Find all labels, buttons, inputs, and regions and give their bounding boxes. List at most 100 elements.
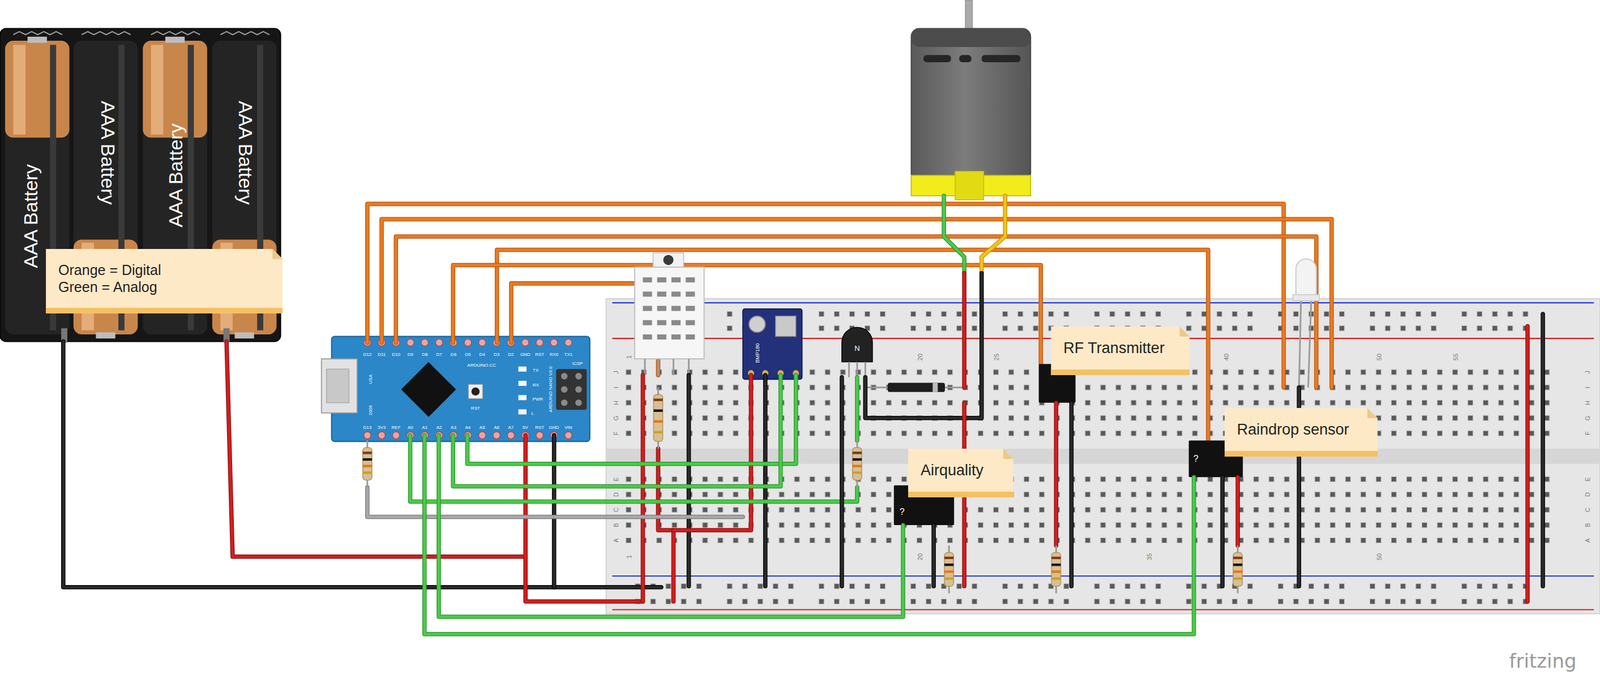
breadboard-hole [794,522,800,528]
breadboard-hole [1468,430,1474,436]
note-fold [1179,326,1190,337]
header-pin [364,431,372,440]
part-label: BMP180 [755,342,761,364]
microcontroller-chip [401,362,457,418]
breadboard-hole [1085,430,1091,436]
digital-wire-outline [367,203,1284,388]
label-anchor: 1 [623,554,633,560]
breadboard-hole [1192,384,1198,391]
header-label: ICSP [571,361,584,367]
breadboard-hole [1161,492,1167,498]
ground-wire-outline [1220,477,1225,587]
pin-label: GND [548,425,560,431]
dht-grille [657,291,667,297]
breadboard-hole [1406,430,1412,436]
battery-spring [220,31,270,35]
breadboard-hole [726,599,733,605]
breadboard-hole [626,369,632,375]
breadboard-hole [993,522,999,528]
breadboard-hole [1529,492,1535,498]
resistor-band [852,465,862,468]
resistor-band [852,451,862,455]
diode-band [932,383,938,393]
analog-wire-outline [854,377,860,442]
breadboard-hole [779,522,785,528]
pin-label: A6 [493,425,500,431]
breadboard-hole [626,507,632,513]
label-anchor: B [610,523,620,529]
breadboard-hole [1277,584,1283,590]
resistor-symbol [362,440,372,488]
breadboard-hole [824,522,831,528]
breadboard-hole [1146,507,1152,513]
battery-highlight [13,44,26,135]
label-anchor: I [1582,386,1592,389]
breadboard-hole [1406,507,1412,513]
breadboard-hole [1421,522,1427,528]
motor-cap [910,28,1031,47]
breadboard-hole [656,537,662,543]
breadboard-hole [809,492,815,498]
breadboard-hole [1063,584,1069,590]
breadboard-hole [1268,537,1274,543]
rail-line-blue [612,302,1594,304]
breadboard-hole [910,584,917,590]
breadboard-hole [626,400,632,406]
row-letter: H [1584,400,1591,406]
breadboard-hole [1299,369,1305,375]
label-anchor: 2009 [364,404,374,417]
dht-grille [642,291,652,297]
breadboard-hole [717,537,724,543]
breadboard-hole [1115,400,1122,406]
breadboard-hole [993,415,999,421]
breadboard-hole [849,311,855,317]
breadboard-hole [1461,326,1467,332]
breadboard-hole [1498,507,1504,513]
breadboard-hole [1339,326,1345,332]
breadboard-hole [1186,326,1192,332]
breadboard-hole [1008,507,1015,513]
column-number: 55 [1452,353,1460,362]
dht-grille [671,320,681,326]
breadboard-hole [1544,476,1550,482]
power-wire [963,273,965,388]
breadboard-hole [1284,492,1290,498]
breadboard-hole [1529,430,1535,436]
breadboard-hole [1437,400,1443,406]
breadboard-hole [1513,537,1520,543]
breadboard-hole [1115,476,1122,482]
breadboard-hole [1161,476,1167,482]
breadboard-hole [870,492,876,498]
breadboard-hole [1323,599,1329,605]
diode-symbol [887,383,945,393]
breadboard-hole [833,311,840,317]
label-anchor: G [610,415,620,422]
breadboard-hole [931,430,938,436]
analog-wire [452,375,781,487]
note-fold [1367,408,1378,419]
label-anchor: RX0 [549,348,560,358]
label-anchor: REF [391,421,402,431]
resistor-body [1051,553,1061,587]
breadboard-hole [824,537,831,543]
icsp-pin [561,373,568,380]
column-number: 25 [993,353,1000,362]
breadboard-hole [672,415,678,421]
breadboard-hole [864,584,870,590]
breadboard-hole [717,522,724,528]
column-number: 50 [1376,553,1383,562]
column-number: 40 [1223,353,1230,362]
resistor-body [852,447,862,481]
breadboard-hole [849,599,855,605]
breadboard-hole [1039,492,1045,498]
rail-line-red [612,609,1594,611]
breadboard-hole [1024,492,1030,498]
breadboard-hole [1437,384,1443,391]
analog-wire-outline [410,435,858,502]
pin-label: D9 [407,352,414,358]
resistor-band [944,557,954,560]
breadboard-hole [870,522,876,528]
breadboard-hole [1323,326,1329,332]
breadboard-hole [1483,492,1489,498]
note-fold [272,249,283,260]
